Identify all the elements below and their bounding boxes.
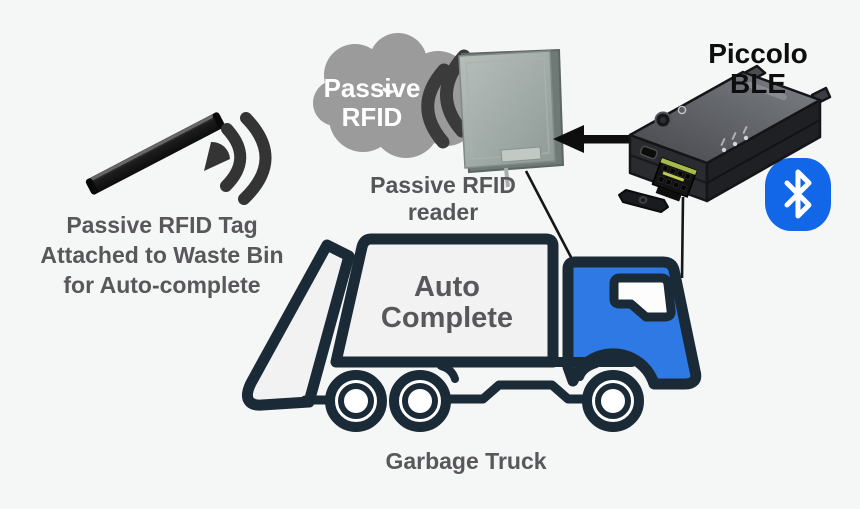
- truck-body-text: Auto Complete: [380, 271, 514, 334]
- mounting-bracket: [618, 189, 669, 213]
- rfid-reader-image: [458, 48, 565, 188]
- reader-signal-icon: [421, 49, 471, 149]
- truck-wheel: [325, 370, 387, 432]
- tag-signal-icon: [204, 112, 272, 205]
- brand-mark: [747, 81, 787, 101]
- truck-chassis: [300, 357, 637, 405]
- garbage-truck-illustration: [241, 233, 702, 432]
- power-button: [654, 105, 687, 129]
- truck-caption: Garbage Truck: [385, 448, 547, 474]
- tag-caption: Passive RFID Tag Attached to Waste Bin f…: [40, 212, 284, 298]
- bluetooth-icon: [765, 158, 831, 231]
- arrow-left-icon: [553, 125, 633, 153]
- led-indicators: [720, 125, 749, 153]
- cloud-label: Passive RFID: [323, 73, 421, 132]
- device-title: Piccolo BLE: [708, 38, 808, 99]
- piccolo-device-image: [618, 64, 832, 213]
- connector-line-reader-truck: [524, 170, 575, 262]
- truck-rear-loader: [241, 239, 355, 411]
- truck-window: [609, 273, 676, 322]
- io-connector: [651, 157, 698, 202]
- reader-mount-stem: [504, 167, 510, 188]
- reader-label-plate: [500, 146, 542, 163]
- reader-caption: Passive RFID reader: [370, 172, 516, 225]
- truck-wheel: [389, 370, 451, 432]
- connector-line-device-truck: [680, 196, 685, 279]
- truck-wheel: [582, 370, 644, 432]
- rfid-tag-image: [85, 112, 225, 195]
- usb-port: [639, 145, 658, 160]
